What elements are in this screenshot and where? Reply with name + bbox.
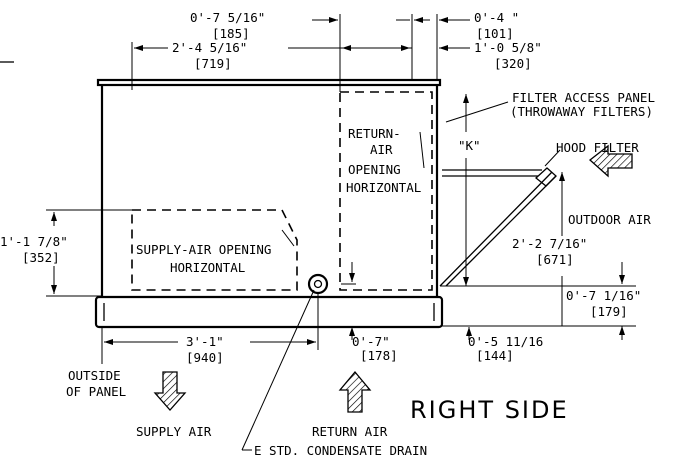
- dim6-imperial: 2'-2 7/16": [512, 236, 587, 251]
- dim8-imperial: 3'-1": [186, 334, 224, 349]
- dim5-imperial: 1'-1 7/8": [0, 234, 68, 249]
- dim7-metric: [179]: [590, 304, 628, 319]
- dim10-metric: [144]: [476, 348, 514, 363]
- dim1-arrow-a: [329, 17, 338, 23]
- supply-air-label: SUPPLY AIR: [136, 424, 212, 439]
- dim5-arrow-a: [51, 212, 57, 221]
- dim6-metric: [671]: [536, 252, 574, 267]
- return-air-opening-outline: [339, 91, 433, 291]
- return-opening-label-4: HORIZONTAL: [346, 180, 421, 195]
- dim1-arrow-b: [414, 17, 423, 23]
- dim1-metric: [185]: [212, 26, 250, 41]
- return-opening-label-2: AIR: [370, 142, 393, 157]
- dim4-metric: [320]: [494, 56, 532, 71]
- dim8-arrow-b: [307, 339, 316, 345]
- dim7-arrow-a: [619, 275, 625, 284]
- dim4-imperial: 1'-0 5/8": [474, 40, 542, 55]
- dim5-arrow-b: [51, 285, 57, 294]
- dim2-imperial: 2'-4 5/16": [172, 40, 247, 55]
- condensate-drain-label: E STD. CONDENSATE DRAIN: [254, 443, 427, 458]
- dim3-arrow-b: [439, 17, 448, 23]
- outside-panel-label-2: OF PANEL: [66, 384, 126, 399]
- dim4-arrow-b: [439, 45, 448, 51]
- dimk-arrow-b: [463, 277, 469, 286]
- supply-air-arrow: [153, 371, 187, 411]
- outdoor-air-label: OUTDOOR AIR: [568, 212, 651, 227]
- dim8-arrow-a: [104, 339, 113, 345]
- view-title: RIGHT SIDE: [410, 396, 569, 424]
- dim10-imperial: 0'-5 11/16: [468, 334, 543, 349]
- return-air-label: RETURN AIR: [312, 424, 388, 439]
- dim1-imperial: 0'-7 5/16": [190, 10, 265, 25]
- dim2-metric: [719]: [194, 56, 232, 71]
- filter-panel-label-line1: FILTER ACCESS PANEL: [512, 90, 655, 105]
- dim9-arrow-a: [349, 273, 355, 282]
- k-dimension-label: "K": [458, 138, 481, 153]
- filter-panel-label-line2: (THROWAWAY FILTERS): [510, 104, 653, 119]
- return-opening-label-3: OPENING: [348, 162, 401, 177]
- hood-diagonal-1: [439, 171, 553, 287]
- dim3-metric: [101]: [476, 26, 514, 41]
- unit-top-rail: [96, 78, 442, 87]
- dim10-arrow: [466, 327, 472, 336]
- dimk-arrow-a: [463, 94, 469, 103]
- outdoor-air-arrow: [588, 144, 633, 178]
- dim7-arrow-b: [619, 326, 625, 335]
- dim2-arrow-a: [134, 45, 143, 51]
- dim6-arrow-a: [559, 172, 565, 181]
- hood-filter-element: [534, 167, 557, 187]
- supply-opening-label-2: HORIZONTAL: [170, 260, 245, 275]
- return-opening-label-1: RETURN-: [348, 126, 401, 141]
- dim9-metric: [178]: [360, 348, 398, 363]
- dim4-arrow-a: [342, 45, 351, 51]
- return-air-arrow: [338, 370, 372, 413]
- dim8-metric: [940]: [186, 350, 224, 365]
- hood-filter-label: HOOD FILTER: [556, 140, 639, 155]
- dim9-imperial: 0'-7": [352, 334, 390, 349]
- supply-opening-label-1: SUPPLY-AIR OPENING: [136, 242, 271, 257]
- drain-leader: [241, 289, 315, 451]
- dim5-metric: [352]: [22, 250, 60, 265]
- hood-filter-leader: [544, 149, 561, 167]
- condensate-drain-inner: [313, 279, 323, 289]
- supply-opening-outline: [131, 209, 298, 291]
- filter-panel-leader: [445, 101, 509, 123]
- dim9-arrow-b: [349, 327, 355, 336]
- return-opening-leader: [419, 131, 425, 169]
- unit-base-rail: [94, 295, 444, 329]
- dim3-imperial: 0'-4 ": [474, 10, 519, 25]
- dim7-imperial: 0'-7 1/16": [566, 288, 641, 303]
- supply-opening-leader: [281, 229, 295, 247]
- outside-panel-label-1: OUTSIDE: [68, 368, 121, 383]
- hood-diagonal-2: [445, 175, 557, 287]
- condensate-drain-outer: [307, 273, 329, 295]
